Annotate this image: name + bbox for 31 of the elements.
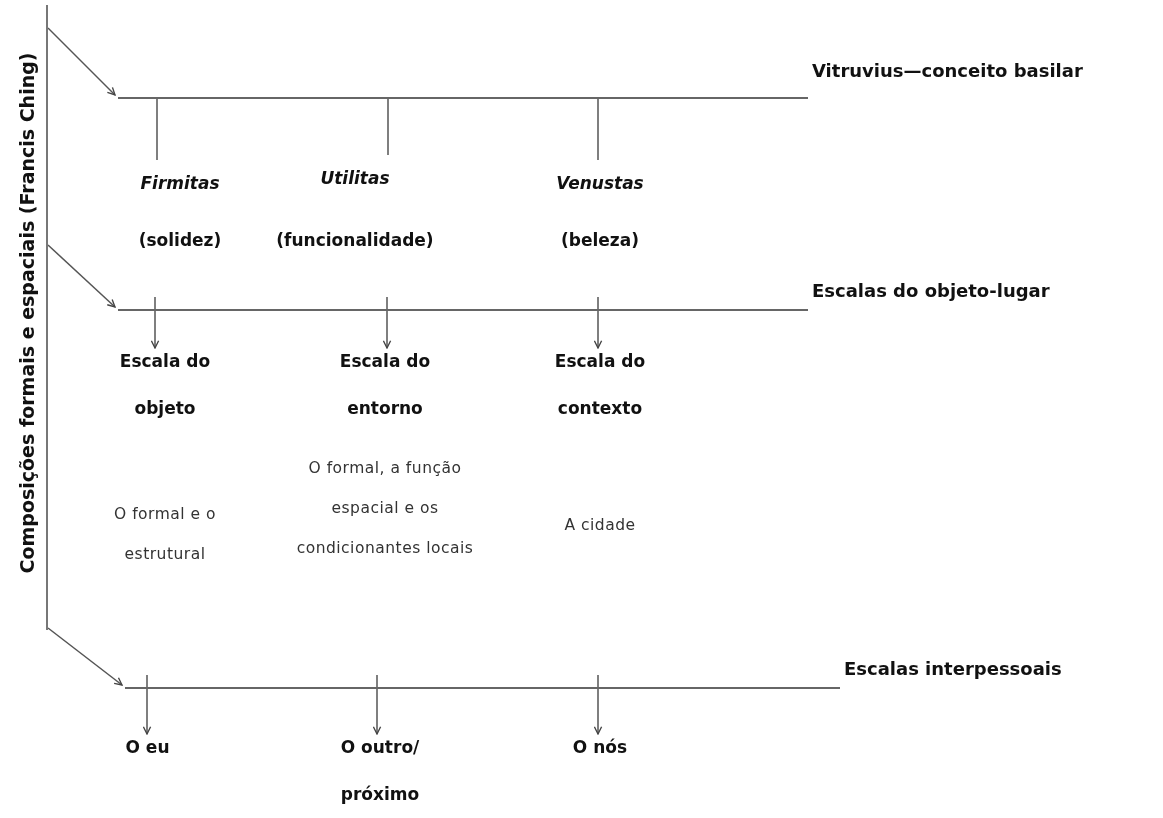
band-heading: Escalas do objeto-lugar [812, 280, 1050, 301]
concept-description: A cidade [563, 515, 637, 536]
arrow [593, 296, 603, 349]
arrow [47, 244, 116, 308]
concept-title: O eu [124, 736, 171, 759]
arrow [142, 674, 152, 735]
concept-title: (solidez) [137, 229, 223, 252]
connector-line [156, 98, 158, 161]
concept-title: O outro/ próximo [339, 736, 421, 806]
concept-description: O formal e o estrutural [113, 504, 217, 565]
concept-title: (funcionalidade) [275, 229, 435, 252]
connector-line [597, 98, 599, 161]
arrow [150, 296, 160, 349]
concept-title: Escala do objeto [118, 350, 212, 420]
band-heading: Vitruvius—conceito basilar [812, 60, 1083, 81]
concept-description: O formal, a função espacial e os condicionantes locais [295, 458, 475, 559]
concept-title: (beleza) [560, 229, 640, 252]
arrow [47, 27, 116, 96]
side-heading-text: Composições formais e espaciais (Francis Ching) [16, 52, 38, 574]
arrow [593, 674, 603, 735]
arrow [382, 296, 392, 349]
concept-title: O nós [571, 736, 629, 759]
arrow [47, 627, 123, 686]
connector-line [387, 98, 389, 156]
concept-title: Escala do contexto [553, 350, 647, 420]
concept-title: Utilitas [319, 167, 391, 190]
arrow [372, 674, 382, 735]
concept-title: Escala do entorno [338, 350, 432, 420]
concept-title: Venustas [555, 172, 645, 195]
concept-title: Firmitas [139, 172, 221, 195]
band-heading: Escalas interpessoais [844, 658, 1062, 679]
